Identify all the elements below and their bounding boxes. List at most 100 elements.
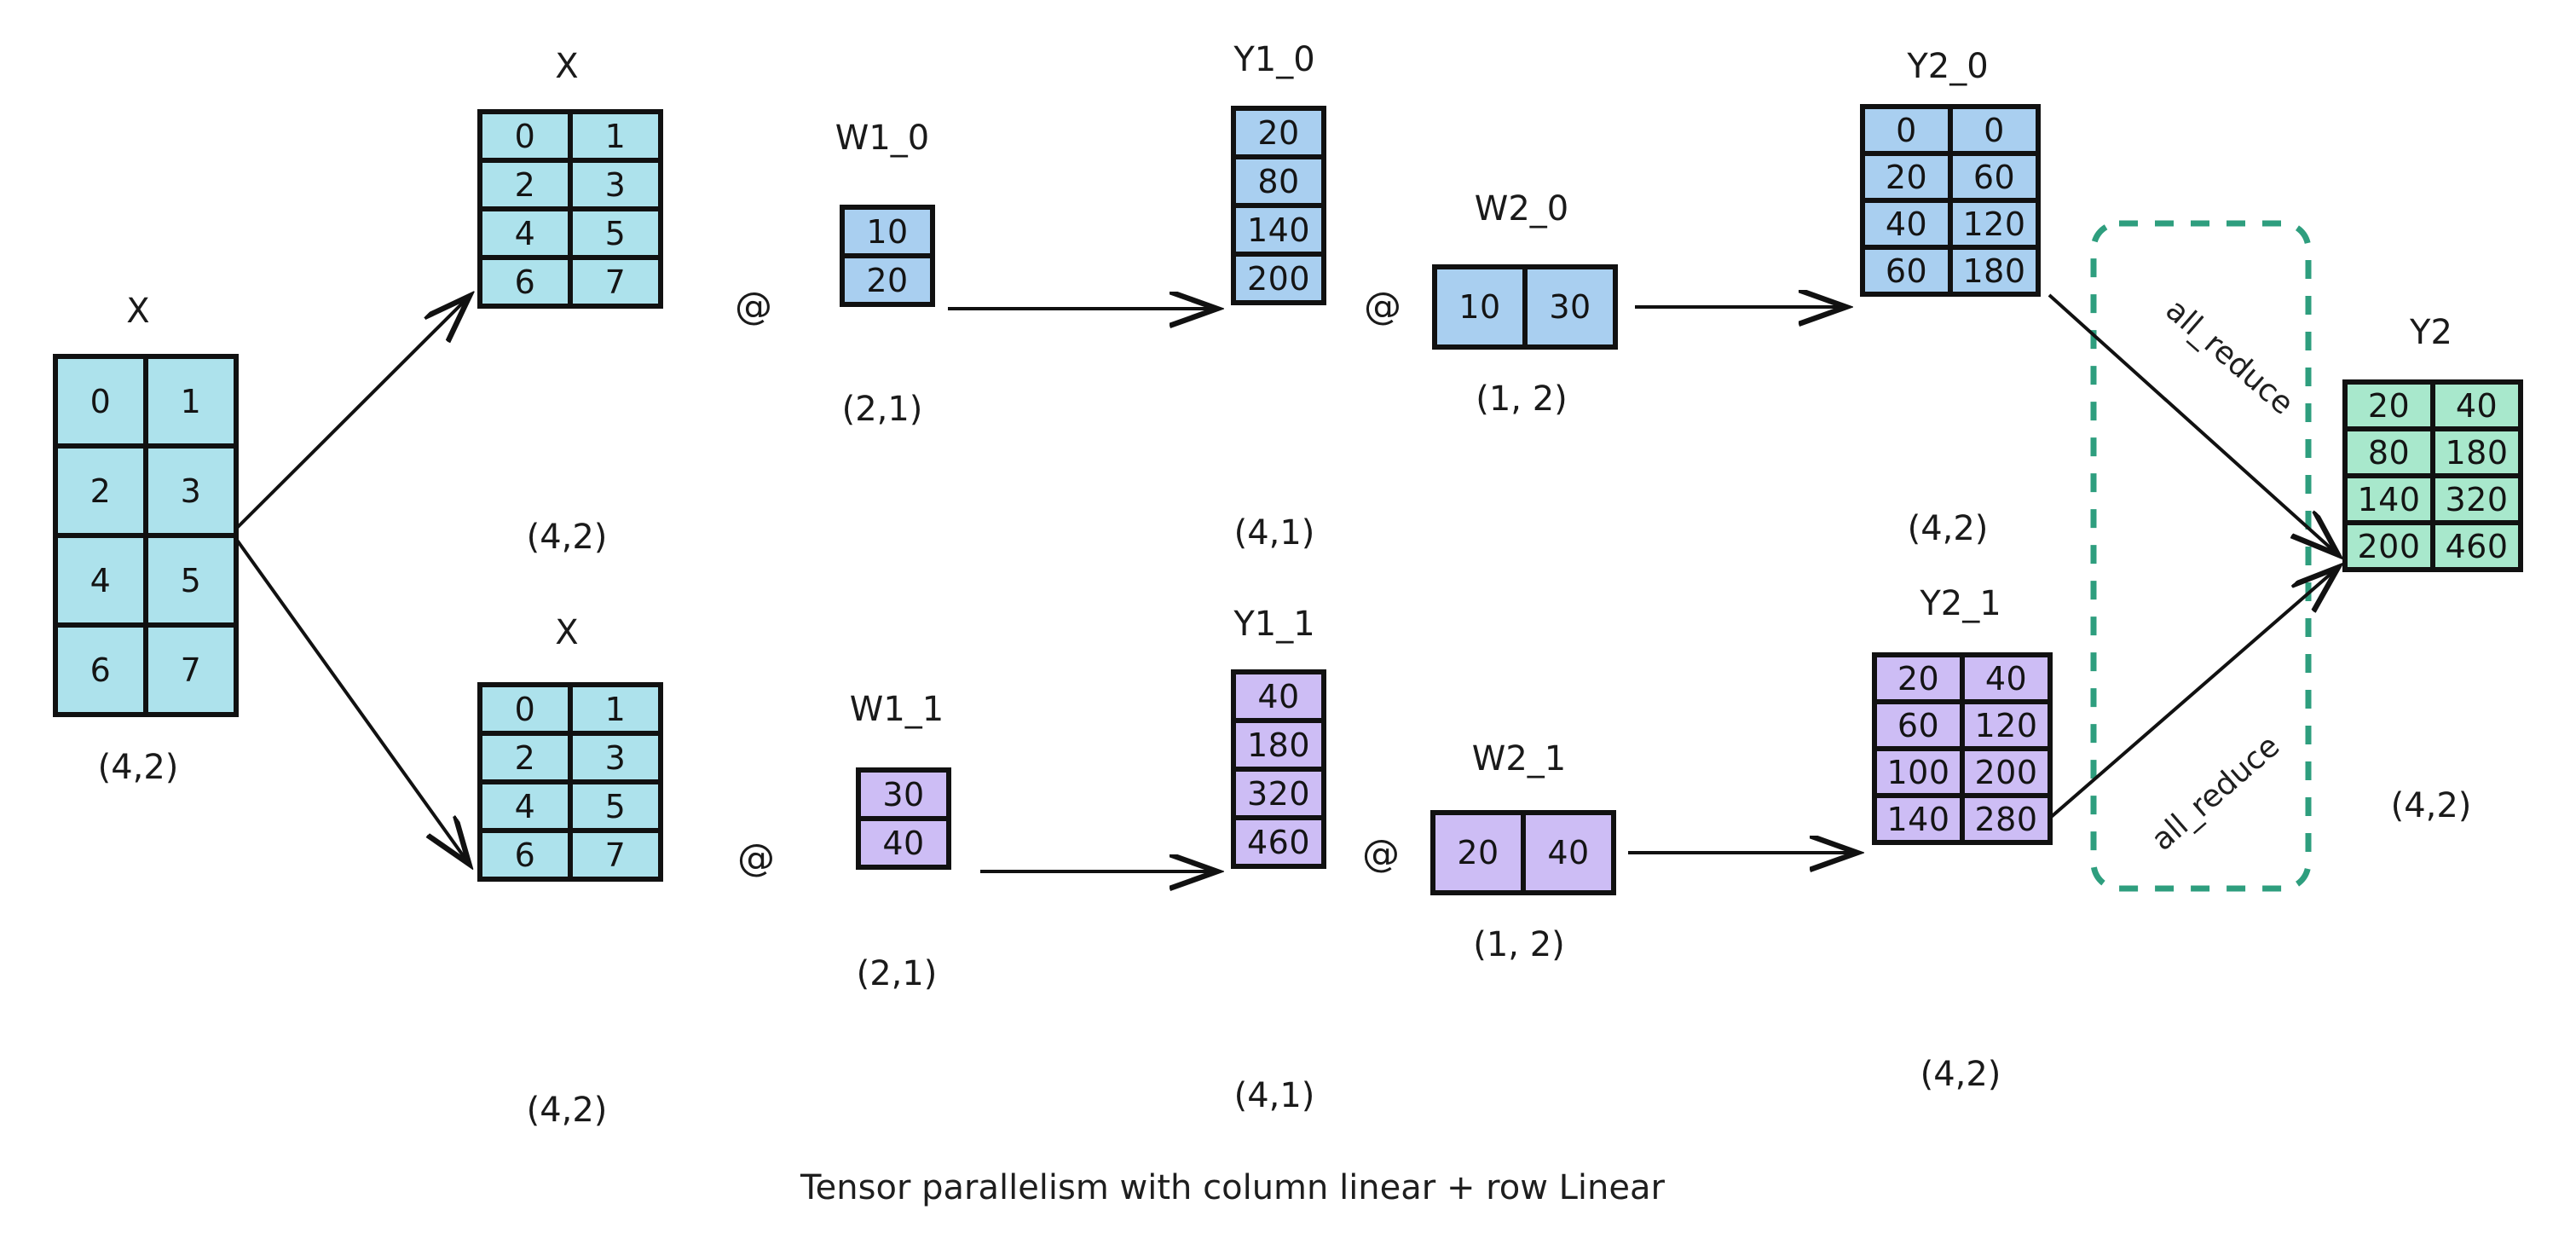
matrix-cell: 1 (573, 114, 658, 158)
matrix-cell: 1 (148, 359, 234, 443)
matrix-label-w1-1: W1_1 (849, 690, 944, 729)
matrix-cell: 140 (1877, 798, 1960, 840)
matrix-cell: 140 (1236, 208, 1321, 252)
matrix-label-w1-0: W1_0 (835, 119, 930, 158)
matrix-cell: 7 (148, 628, 234, 712)
matrix-cell: 0 (482, 687, 568, 731)
matrix-cell: 4 (58, 538, 143, 622)
matrix-cell: 10 (845, 210, 930, 253)
matrix-cell: 7 (573, 260, 658, 304)
matrix-cell: 40 (1865, 203, 1948, 245)
matrix-label-x-rank1: X (555, 613, 579, 652)
split-arrow-bottom (230, 531, 467, 861)
matrix-cell: 30 (1528, 269, 1613, 344)
all-reduce-label-bottom: all_reduce (2145, 728, 2287, 858)
matrix-cell: 200 (2348, 525, 2430, 567)
matrix-cell: 2 (482, 163, 568, 206)
matrix-cell: 140 (2348, 478, 2430, 520)
matrix-cell: 20 (845, 258, 930, 302)
matrix-y1-0: 20 80 140 200 (1231, 106, 1326, 305)
operator-matmul-rank1-first: @ (737, 836, 775, 880)
matrix-cell: 4 (482, 784, 568, 828)
matrix-cell: 100 (1877, 751, 1960, 793)
matrix-cell: 180 (1953, 250, 2036, 292)
matrix-cell: 7 (573, 833, 658, 877)
operator-matmul-rank0-second: @ (1364, 285, 1401, 328)
matrix-label-w2-0: W2_0 (1474, 189, 1569, 229)
matrix-cell: 0 (1865, 109, 1948, 151)
matrix-cell: 320 (2435, 478, 2518, 520)
matrix-cell: 0 (58, 359, 143, 443)
matrix-cell: 180 (1236, 723, 1321, 767)
matrix-shape-y2-1: (4,2) (1920, 1055, 2001, 1094)
matrix-cell: 2 (482, 736, 568, 779)
matrix-shape-y2-0: (4,2) (1907, 509, 1989, 548)
matrix-shape-x-input: (4,2) (97, 748, 179, 787)
matrix-cell: 10 (1437, 269, 1522, 344)
matrix-shape-y1-1: (4,1) (1233, 1076, 1315, 1115)
matrix-y1-1: 40 180 320 460 (1231, 669, 1326, 869)
matrix-cell: 40 (1526, 815, 1611, 890)
matrix-shape-w1-0: (2,1) (841, 390, 923, 429)
figure-caption: Tensor parallelism with column linear + … (800, 1168, 1665, 1207)
matrix-cell: 40 (1236, 674, 1321, 718)
split-arrow-top (230, 298, 467, 535)
matrix-label-y1-1: Y1_1 (1233, 605, 1315, 644)
matrix-cell: 80 (2348, 431, 2430, 473)
matrix-shape-w1-1: (2,1) (856, 954, 938, 993)
matrix-cell: 5 (148, 538, 234, 622)
matrix-cell: 320 (1236, 772, 1321, 815)
matrix-cell: 2 (58, 449, 143, 533)
operator-matmul-rank0-first: @ (735, 285, 772, 328)
matrix-cell: 40 (1965, 657, 2048, 699)
matrix-cell: 5 (573, 211, 658, 255)
operator-matmul-rank1-second: @ (1362, 832, 1400, 876)
matrix-cell: 200 (1236, 257, 1321, 300)
matrix-cell: 280 (1965, 798, 2048, 840)
matrix-cell: 460 (1236, 820, 1321, 864)
matrix-cell: 3 (148, 449, 234, 533)
matrix-cell: 200 (1965, 751, 2048, 793)
matrix-cell: 5 (573, 784, 658, 828)
matrix-cell: 4 (482, 211, 568, 255)
matrix-cell: 6 (482, 833, 568, 877)
matrix-cell: 180 (2435, 431, 2518, 473)
arrow-allreduce-bottom (2048, 570, 2336, 820)
matrix-label-x-input: X (126, 292, 150, 331)
matrix-label-w2-1: W2_1 (1471, 739, 1567, 779)
matrix-cell: 120 (1953, 203, 2036, 245)
matrix-label-y2-1: Y2_1 (1920, 584, 2001, 623)
matrix-shape-w2-0: (1, 2) (1476, 379, 1568, 419)
matrix-cell: 60 (1953, 156, 2036, 198)
matrix-label-y1-0: Y1_0 (1233, 40, 1315, 79)
matrix-cell: 1 (573, 687, 658, 731)
matrix-cell: 40 (861, 821, 946, 865)
matrix-label-x-rank0: X (555, 47, 579, 86)
matrix-cell: 6 (482, 260, 568, 304)
matrix-shape-y1-0: (4,1) (1233, 513, 1315, 553)
matrix-cell: 40 (2435, 385, 2518, 426)
matrix-cell: 20 (1877, 657, 1960, 699)
matrix-label-y2-0: Y2_0 (1907, 47, 1989, 86)
matrix-shape-w2-1: (1, 2) (1473, 925, 1565, 964)
matrix-shape-x-rank0: (4,2) (526, 518, 608, 557)
matrix-cell: 20 (1236, 111, 1321, 154)
matrix-cell: 0 (1953, 109, 2036, 151)
matrix-cell: 460 (2435, 525, 2518, 567)
matrix-cell: 20 (2348, 385, 2430, 426)
matrix-cell: 80 (1236, 159, 1321, 203)
matrix-shape-x-rank1: (4,2) (526, 1091, 608, 1130)
all-reduce-label-top: all_reduce (2158, 292, 2301, 422)
matrix-cell: 6 (58, 628, 143, 712)
matrix-cell: 120 (1965, 704, 2048, 746)
